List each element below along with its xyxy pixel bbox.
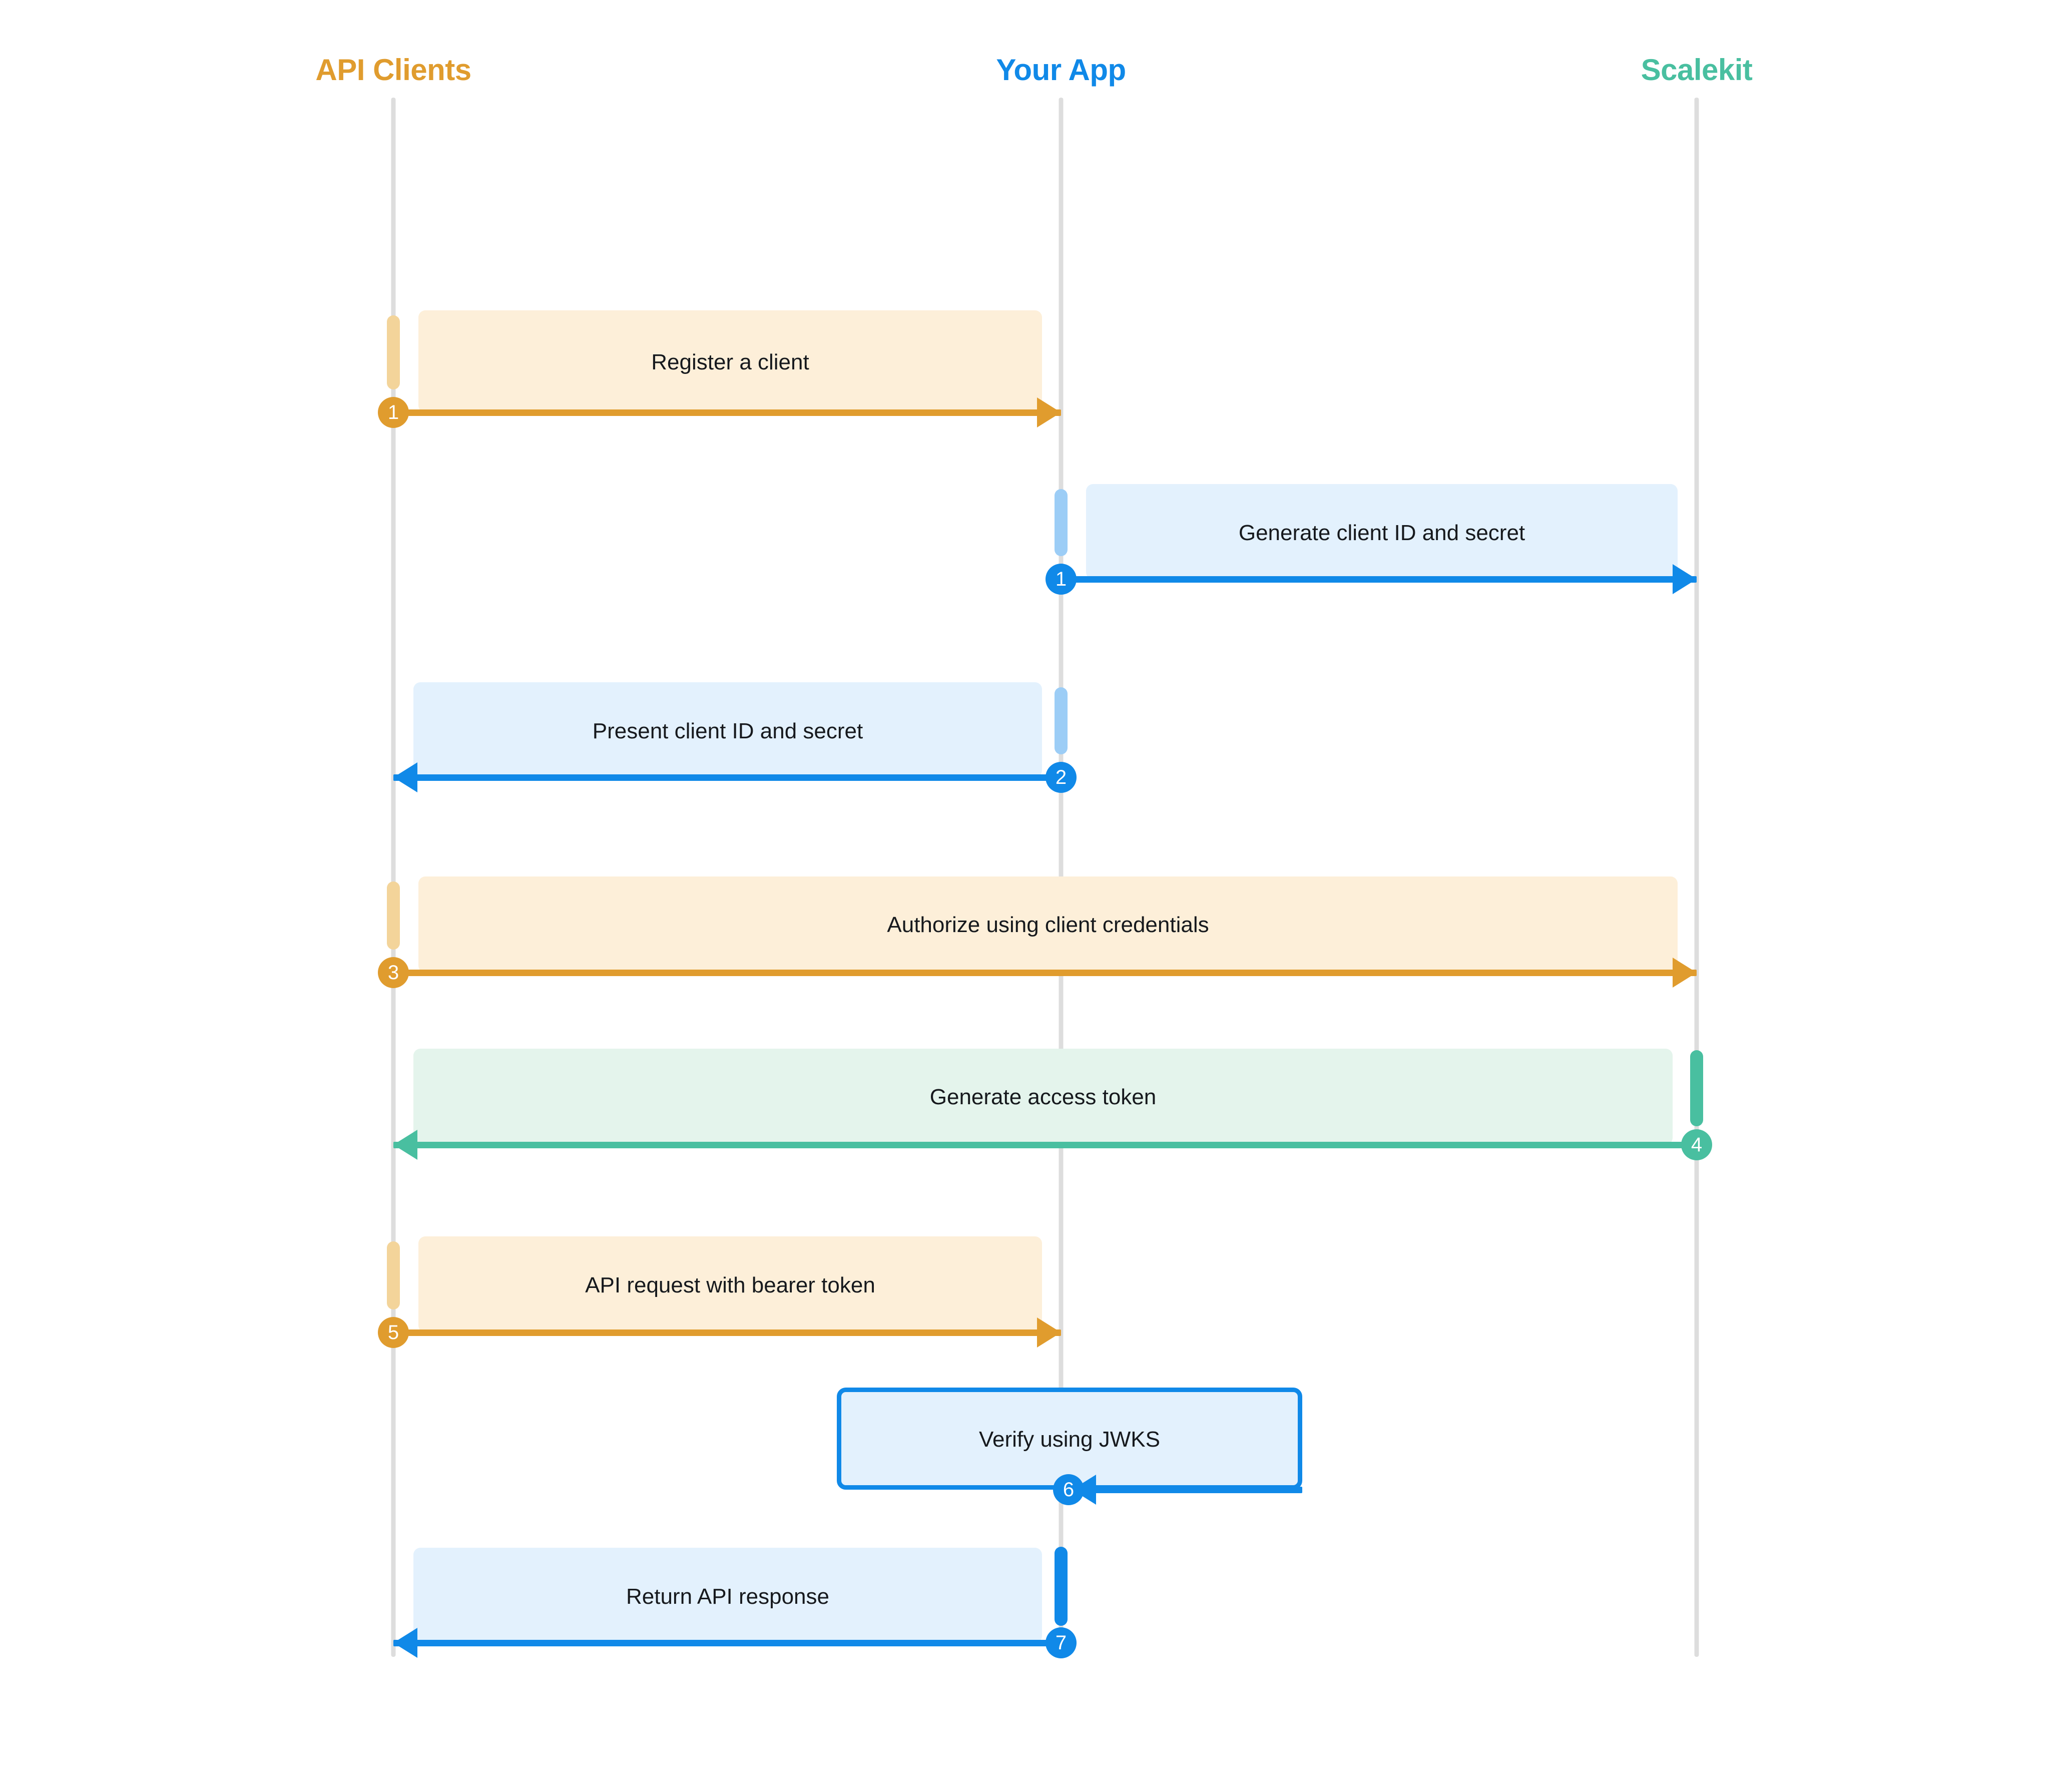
step-badge: 1 [1046, 564, 1077, 595]
message-label: Authorize using client credentials [887, 913, 1209, 937]
message-band-3-orange [418, 876, 1678, 973]
message-arrow-line [393, 409, 1061, 416]
message-label: Register a client [651, 350, 809, 374]
activation-bar [1055, 489, 1068, 556]
activation-bar [1055, 687, 1068, 754]
activation-bar [387, 1241, 400, 1309]
activation-bar [387, 881, 400, 950]
message-band-1-orange [418, 310, 1042, 412]
step-badge: 7 [1046, 1627, 1077, 1658]
message-label: Present client ID and secret [592, 719, 863, 743]
message-arrowhead-right [1037, 1317, 1061, 1348]
step-badge: 3 [378, 957, 409, 988]
message-band-5-orange [418, 1236, 1042, 1332]
message-label: Generate client ID and secret [1238, 521, 1525, 545]
message-arrowhead-right [1673, 564, 1697, 594]
participant-header-api-clients: API Clients [315, 53, 471, 87]
message-arrow-line [393, 1142, 1697, 1148]
participant-header-scalekit: Scalekit [1641, 53, 1753, 87]
message-band-4-green [413, 1049, 1673, 1145]
activation-bar [1690, 1050, 1703, 1126]
self-message-arrow-line [1069, 1487, 1302, 1493]
step-badge: 5 [378, 1317, 409, 1348]
lifeline-api-clients [391, 98, 396, 1657]
step-badge: 1 [378, 397, 409, 428]
activation-bar [387, 315, 400, 389]
message-arrowhead-right [1673, 958, 1697, 988]
message-label: Verify using JWKS [979, 1427, 1160, 1452]
message-arrow-line [393, 970, 1697, 976]
message-band-1-blue [1086, 484, 1678, 579]
message-arrowhead-left [393, 1130, 417, 1160]
message-arrow-line [393, 774, 1061, 781]
message-label: API request with bearer token [585, 1273, 875, 1297]
message-label: Return API response [626, 1584, 829, 1609]
lifeline-scalekit [1694, 98, 1699, 1657]
message-band-2-blue [413, 682, 1042, 777]
message-band-7-blue [413, 1548, 1042, 1643]
message-arrowhead-left [393, 762, 417, 792]
activation-bar [1055, 1547, 1068, 1626]
message-band-6-blue [837, 1388, 1302, 1490]
message-arrow-line [1061, 576, 1697, 583]
participant-header-your-app: Your App [996, 53, 1126, 87]
step-badge: 2 [1046, 762, 1077, 793]
message-arrow-line [393, 1329, 1061, 1336]
step-badge: 6 [1053, 1474, 1084, 1505]
message-arrowhead-left [393, 1628, 417, 1658]
step-badge: 4 [1681, 1129, 1712, 1160]
message-arrow-line [393, 1640, 1061, 1646]
message-label: Generate access token [929, 1085, 1157, 1109]
message-arrowhead-right [1037, 397, 1061, 427]
